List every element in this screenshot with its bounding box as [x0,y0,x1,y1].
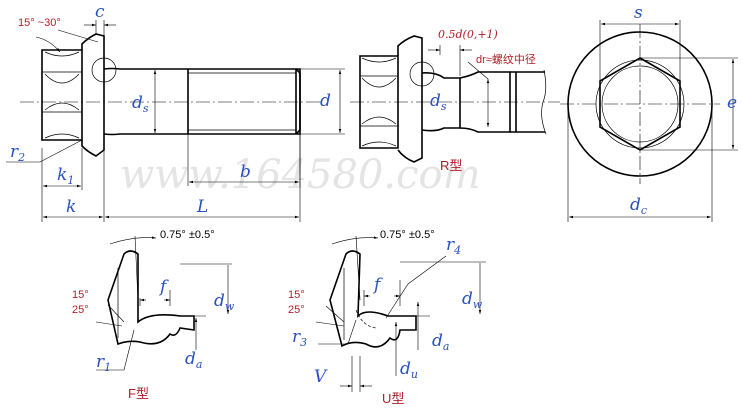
f-type-caption: F型 [128,386,149,401]
u-type-dw-label: dw [462,289,483,311]
dim-L-label: L [196,197,208,217]
f-type-15-label: 15° [72,289,89,301]
u-type-r3-label: r3 [292,327,307,349]
dim-b-label: b [240,162,251,182]
f-type-dw-label: dw [214,291,235,313]
dim-k-label: k [66,197,76,217]
dim-dc-label: dc [630,195,647,217]
f-type-r1-label: r1 [96,352,111,374]
head-angle-label: 15° ~30° [18,17,61,29]
dim-r2-label: r2 [10,142,25,164]
dim-k1-label: k1 [57,165,74,187]
u-type-caption: U型 [382,391,404,406]
u-type-r4-label: r4 [446,235,461,257]
f-type-f-label: f [158,277,169,297]
u-type-da-label: da [432,331,449,353]
f-type-detail [95,235,232,371]
r-type-view [350,35,560,163]
dim-ds-label: ds [132,93,149,115]
u-type-V-label: V [314,367,328,387]
u-type-angle-label: 0.75° ±0.5° [380,229,435,241]
u-type-15-label: 15° [288,289,305,301]
r-type-ds-label: ds [430,91,447,113]
r-type-dr-note: dr≈螺纹中径 [476,52,536,66]
u-type-detail [315,235,486,392]
f-type-angle-label: 0.75° ±0.5° [160,229,215,241]
top-view [560,20,738,222]
dim-s-label: s [634,3,643,23]
u-type-f-label: f [372,275,383,295]
dim-c-label: c [95,2,105,22]
f-type-da-label: da [185,349,202,371]
u-type-25-label: 25° [288,304,305,316]
bolt-main-view [6,20,345,222]
dim-e-label: e [727,93,737,113]
dim-d-label: d [320,91,331,111]
f-type-25-label: 25° [72,304,89,316]
r-type-dim-label: 0.5d(0,+1) [438,28,498,41]
u-type-du-label: du [400,359,418,381]
r-type-caption: R型 [440,158,462,173]
